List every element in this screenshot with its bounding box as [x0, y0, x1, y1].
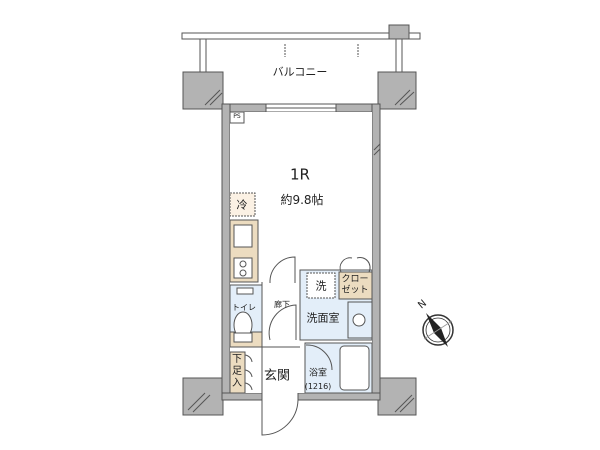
- washroom-label: 洗面室: [306, 311, 340, 325]
- entrance-label: 玄関: [263, 368, 291, 384]
- closet-label-1: クロー: [341, 274, 369, 285]
- bathtub: [339, 345, 370, 391]
- wall: [221, 103, 231, 401]
- pipe-space: [229, 111, 245, 124]
- balcony-label: バルコニー: [272, 65, 328, 79]
- hallway-label: 廊下: [274, 300, 290, 309]
- balcony-railing: [181, 32, 421, 40]
- shoe-box-label: 入: [232, 378, 242, 389]
- bathroom-size: (1216): [304, 382, 332, 391]
- compass-icon: [422, 313, 454, 347]
- bathroom-label: 浴室: [308, 368, 328, 379]
- shoe-box: [229, 351, 246, 394]
- stove: [233, 257, 253, 279]
- shoe-box-label: 下: [232, 354, 242, 365]
- pillar: [182, 71, 224, 110]
- room-area: 約9.8帖: [280, 193, 324, 207]
- washer-label: 洗: [315, 279, 327, 293]
- fridge-space: [229, 192, 256, 217]
- sink: [233, 224, 253, 248]
- door-swing: [268, 304, 297, 341]
- closet: [338, 271, 373, 300]
- fridge-label: 冷: [236, 198, 248, 212]
- washer-space: [306, 272, 336, 299]
- entrance-door: [261, 399, 299, 436]
- door-swing: [269, 256, 296, 284]
- toilet-label: トイレ: [232, 303, 256, 312]
- wash-basin: [352, 313, 366, 327]
- ps-label: PS: [233, 113, 241, 120]
- shoe-box-label: 足: [232, 366, 242, 377]
- pillar: [377, 377, 417, 416]
- room-name: 1R: [290, 165, 310, 184]
- closet-label-2: ゼット: [341, 285, 369, 296]
